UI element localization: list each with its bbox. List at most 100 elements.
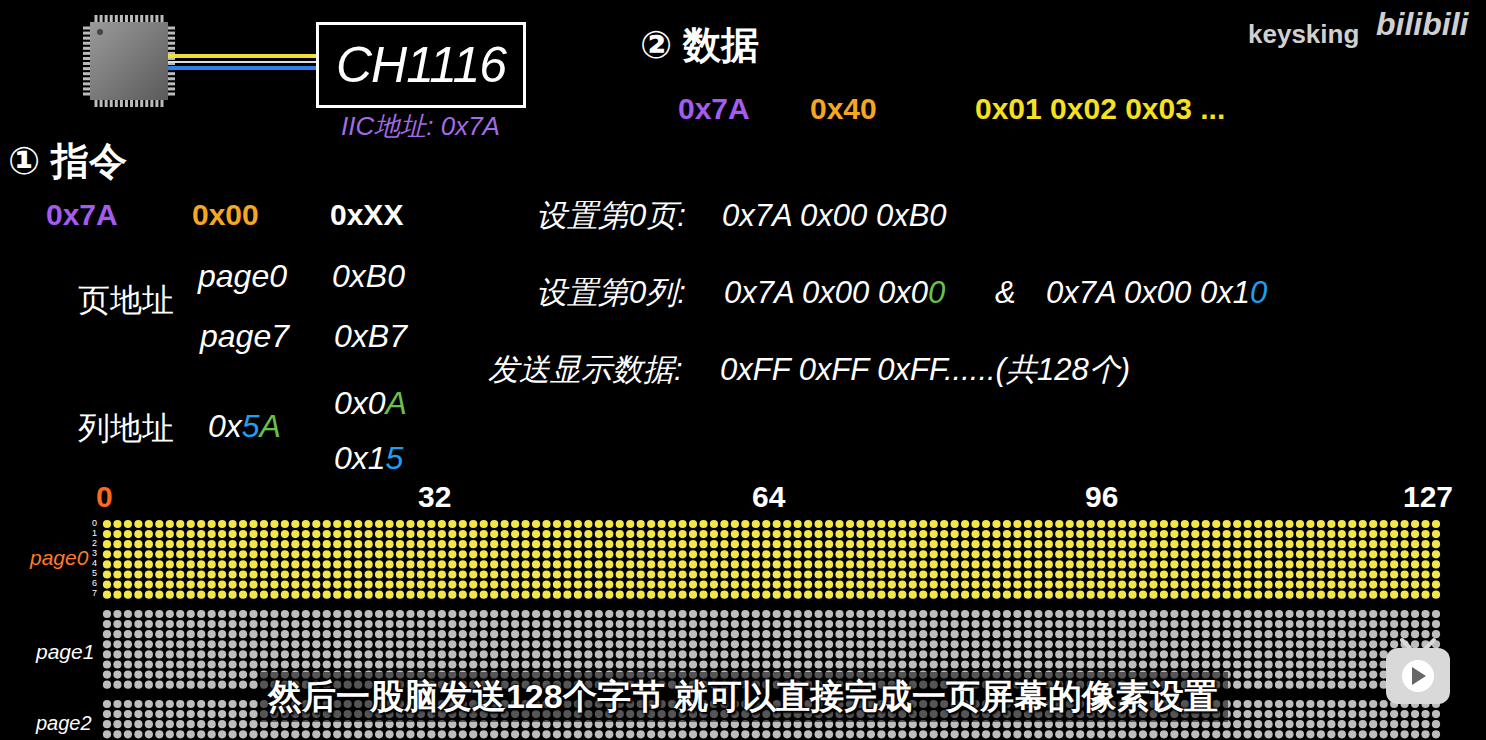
pixel-dot xyxy=(145,530,153,538)
pixel-dot xyxy=(145,671,153,679)
pixel-dot xyxy=(501,620,509,628)
pixel-dot xyxy=(689,530,697,538)
pixel-dot xyxy=(249,671,257,679)
pixel-dot xyxy=(741,520,749,528)
pixel-dot xyxy=(218,540,226,548)
pixel-dot xyxy=(542,550,550,558)
pixel-dot xyxy=(270,630,278,638)
pixel-dot xyxy=(1107,660,1115,668)
chip-pin xyxy=(95,100,98,107)
pixel-dot xyxy=(480,581,488,589)
pixel-dot xyxy=(637,530,645,538)
pixel-dot xyxy=(584,630,592,638)
pixel-dot xyxy=(134,560,142,568)
pixel-dot xyxy=(113,570,121,578)
pixel-dot xyxy=(961,550,969,558)
pixel-dot xyxy=(992,550,1000,558)
pixel-dot xyxy=(145,681,153,689)
pixel-dot xyxy=(605,620,613,628)
pixel-dot xyxy=(1285,660,1293,668)
pixel-dot xyxy=(1045,650,1053,658)
pixel-dot xyxy=(1296,630,1304,638)
pixel-dot xyxy=(270,530,278,538)
pixel-dot xyxy=(1076,550,1084,558)
pixel-dot xyxy=(1024,650,1032,658)
chip-pin xyxy=(110,15,113,22)
pixel-dot xyxy=(103,640,111,648)
pixel-dot xyxy=(658,520,666,528)
pixel-dot xyxy=(375,581,383,589)
pixel-dot xyxy=(951,570,959,578)
pixel-dot xyxy=(804,610,812,618)
pixel-dot xyxy=(249,540,257,548)
pixel-dot xyxy=(1202,610,1210,618)
pixel-dot xyxy=(1149,591,1157,599)
pixel-dot xyxy=(511,630,519,638)
pixel-dot xyxy=(228,550,236,558)
pixel-dot xyxy=(1076,570,1084,578)
pixel-dot xyxy=(1296,650,1304,658)
pixel-dot xyxy=(532,591,540,599)
pixel-dot xyxy=(584,620,592,628)
pixel-dot xyxy=(992,650,1000,658)
pixel-dot xyxy=(333,620,341,628)
pixel-dot xyxy=(312,660,320,668)
pixel-dot xyxy=(971,520,979,528)
pixel-dot xyxy=(187,520,195,528)
pixel-dot xyxy=(1170,560,1178,568)
pixel-dot xyxy=(877,520,885,528)
pixel-dot xyxy=(1107,550,1115,558)
pixel-dot xyxy=(1264,650,1272,658)
pixel-dot xyxy=(1191,560,1199,568)
pixel-dot xyxy=(1421,560,1429,568)
pixel-dot xyxy=(647,530,655,538)
pixel-dot xyxy=(961,581,969,589)
pixel-dot xyxy=(574,610,582,618)
pixel-dot xyxy=(1149,630,1157,638)
pixel-dot xyxy=(1139,570,1147,578)
pixel-dot xyxy=(1244,591,1252,599)
pixel-dot xyxy=(1034,560,1042,568)
pixel-dot xyxy=(291,620,299,628)
pixel-dot xyxy=(699,650,707,658)
pixel-dot xyxy=(333,560,341,568)
pixel-dot xyxy=(480,640,488,648)
pixel-dot xyxy=(1223,540,1231,548)
pixel-dot xyxy=(1013,520,1021,528)
pixel-dot xyxy=(208,570,216,578)
pixel-dot xyxy=(344,591,352,599)
pixel-dot xyxy=(385,570,393,578)
pixel-dot xyxy=(312,581,320,589)
pixel-dot xyxy=(1191,581,1199,589)
pixel-dot xyxy=(689,550,697,558)
pixel-dot xyxy=(396,560,404,568)
pixel-dot xyxy=(1244,560,1252,568)
pixel-dot xyxy=(1087,530,1095,538)
pixel-dot xyxy=(469,591,477,599)
pixel-dot xyxy=(1066,640,1074,648)
pixel-dot xyxy=(501,550,509,558)
pixel-dot xyxy=(814,540,822,548)
pixel-dot xyxy=(877,640,885,648)
pixel-dot xyxy=(1003,630,1011,638)
pixel-dot xyxy=(1264,570,1272,578)
pixel-dot xyxy=(1003,520,1011,528)
pixel-dot xyxy=(668,530,676,538)
pixel-dot xyxy=(490,660,498,668)
pixel-dot xyxy=(909,560,917,568)
pixel-dot xyxy=(1348,581,1356,589)
pixel-dot xyxy=(658,591,666,599)
pixel-dot xyxy=(291,540,299,548)
chip-pin xyxy=(168,47,175,50)
pixel-dot xyxy=(312,650,320,658)
pixel-dot xyxy=(521,660,529,668)
pixel-dot xyxy=(1202,620,1210,628)
pixel-dot xyxy=(1327,640,1335,648)
pixel-dot xyxy=(982,620,990,628)
pixel-dot xyxy=(658,630,666,638)
pixel-dot xyxy=(323,620,331,628)
pixel-dot xyxy=(1233,591,1241,599)
pixel-dot xyxy=(228,540,236,548)
pixel-dot xyxy=(480,520,488,528)
pixel-dot xyxy=(542,570,550,578)
